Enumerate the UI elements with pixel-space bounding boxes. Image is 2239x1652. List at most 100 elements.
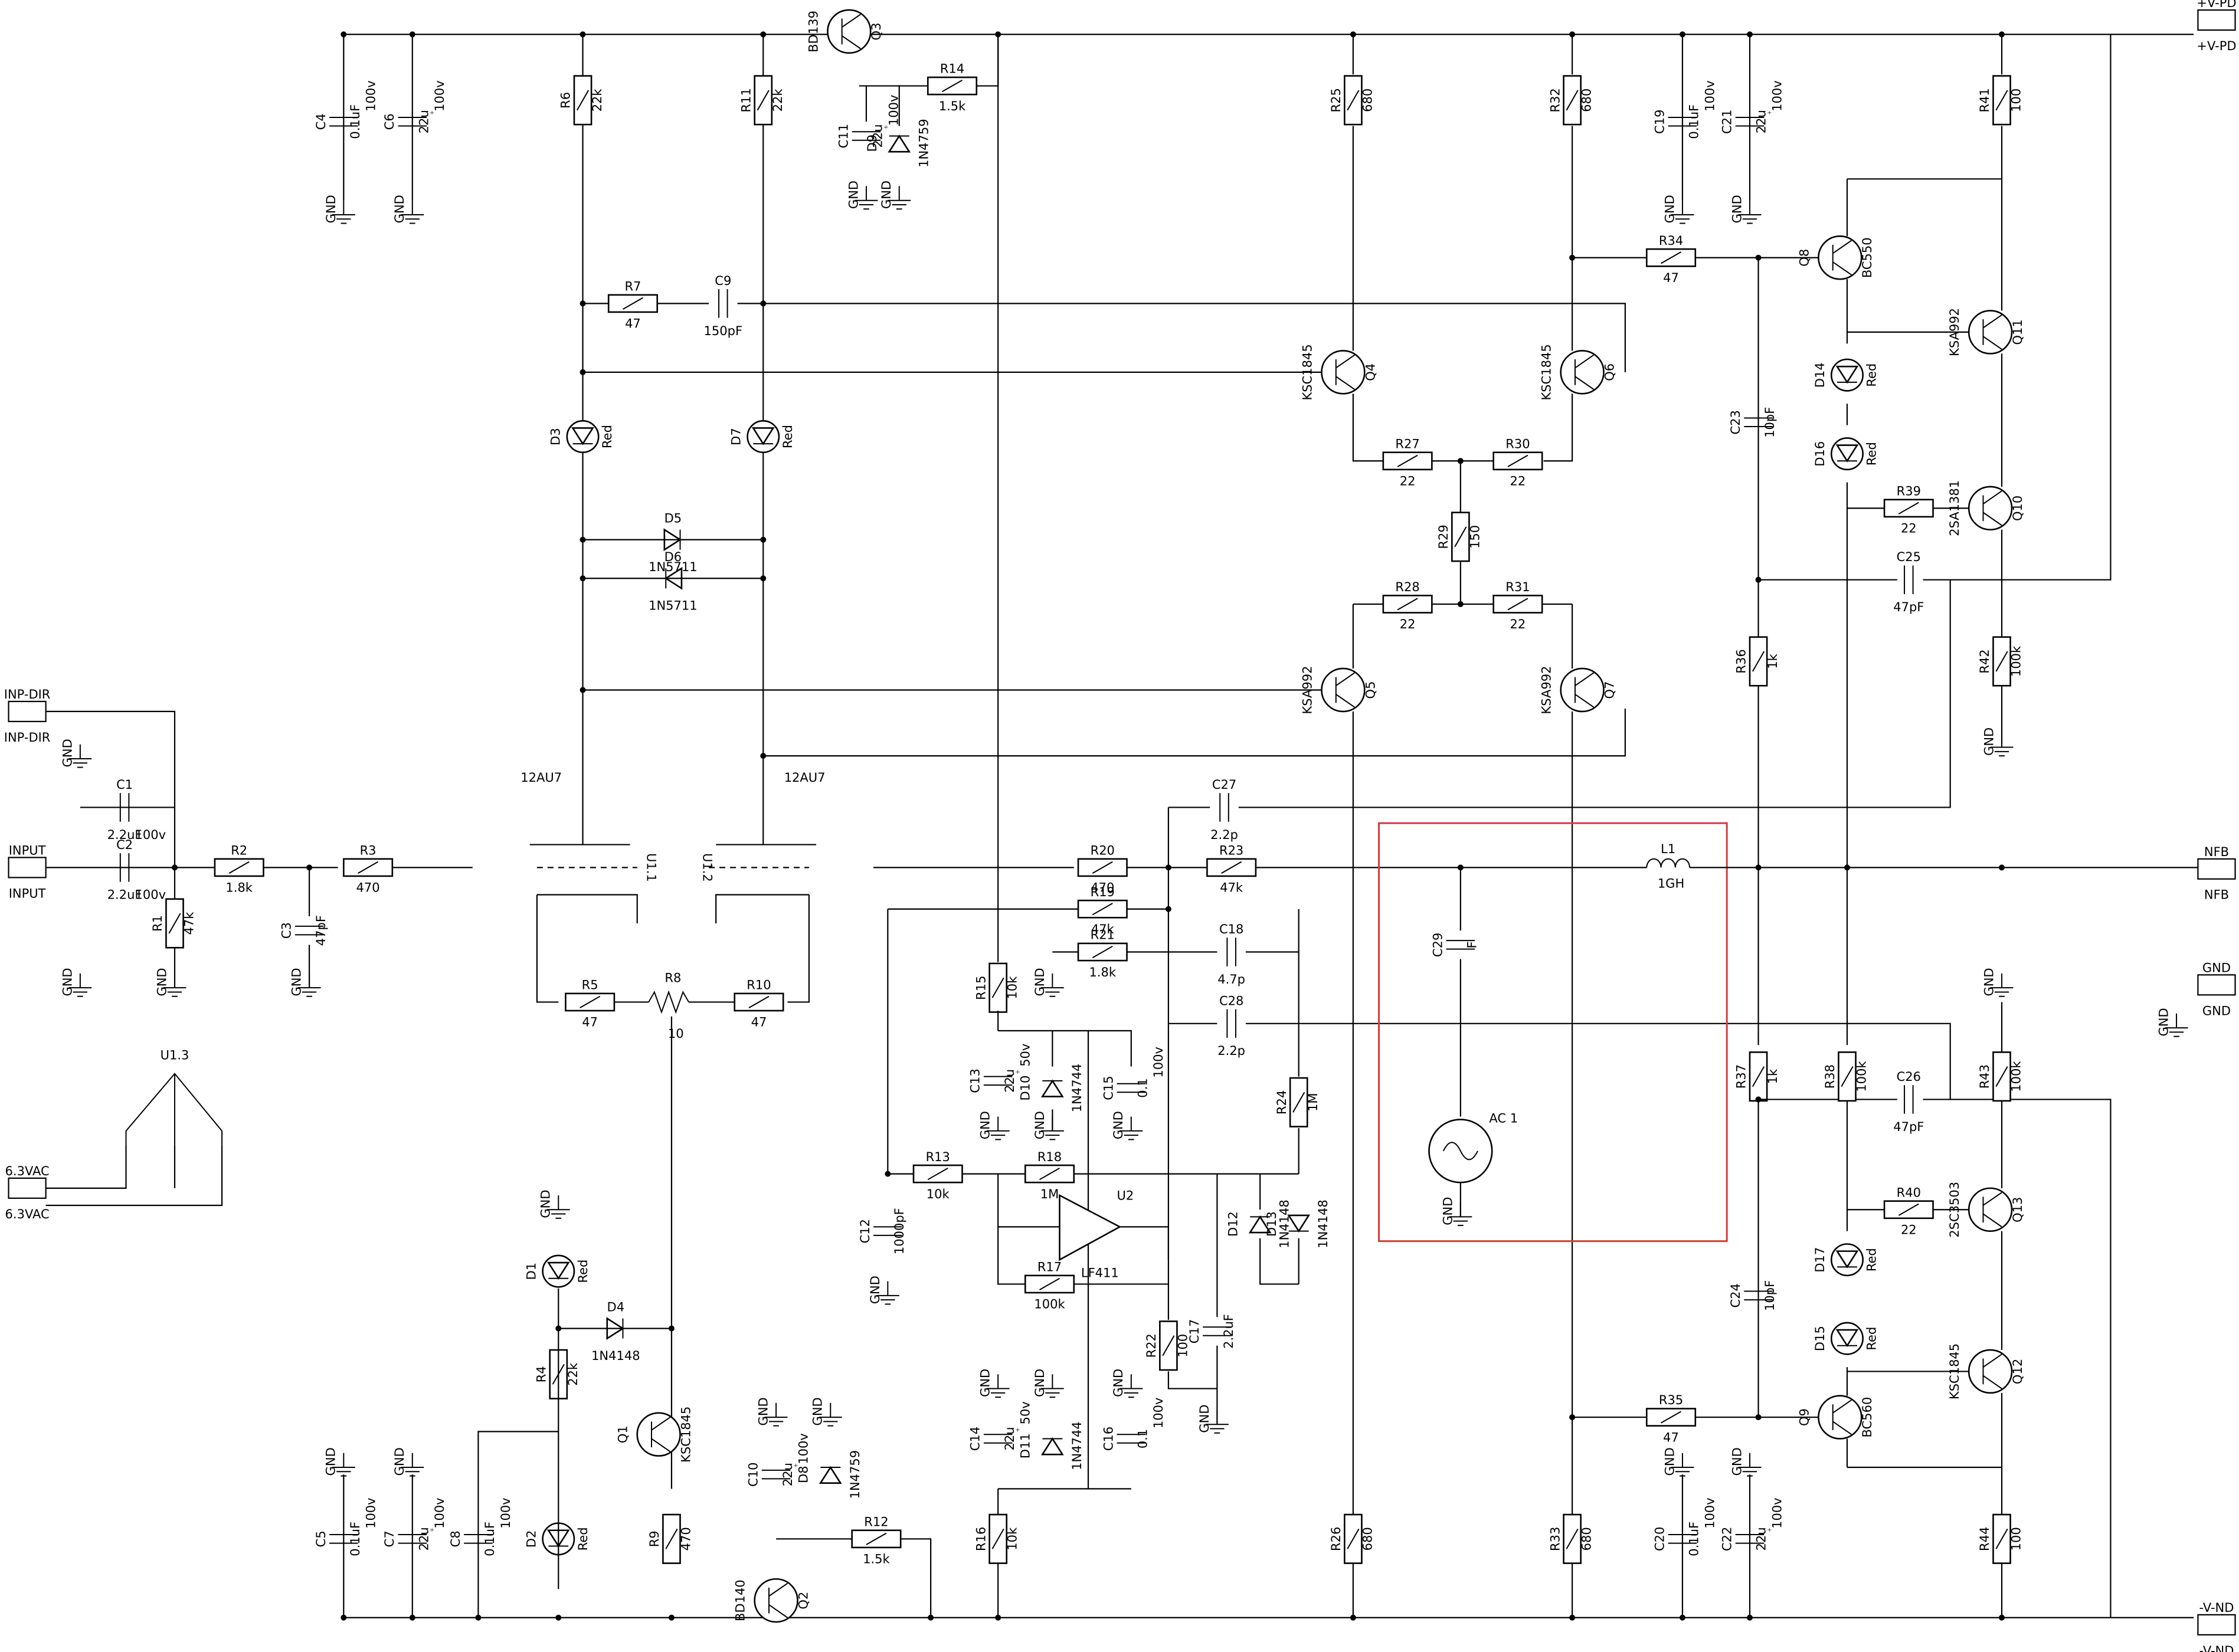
- capacitor-ref: C1: [116, 778, 133, 792]
- transistor-ref: Q10: [2011, 496, 2025, 521]
- ground-label: GND: [1441, 1197, 1455, 1225]
- capacitor-value: 0.1: [1136, 1429, 1150, 1448]
- shape: [576, 90, 590, 111]
- ground-symbol: GND: [1982, 727, 2014, 757]
- shape: [1092, 945, 1113, 959]
- shape: [1968, 1349, 2013, 1394]
- shape: [1059, 1194, 1122, 1261]
- shape: [912, 1164, 963, 1184]
- capacitor-rating: 100v: [364, 80, 378, 112]
- shape: [1397, 598, 1418, 611]
- shape: [2197, 974, 2236, 996]
- capacitor-value: 0.1uF: [483, 1522, 497, 1556]
- shape: [2197, 9, 2236, 31]
- shape: [1982, 1375, 2002, 1389]
- resistor-value: 47: [625, 317, 641, 331]
- shape: [991, 977, 1004, 998]
- capacitor-ref: C25: [1897, 550, 1921, 564]
- ground-symbol: GND: [60, 968, 92, 997]
- ground-symbol: GND: [868, 1276, 899, 1305]
- shape: [1039, 1168, 1060, 1181]
- shape: [1835, 365, 1859, 384]
- capacitor-c18: C184.7p: [1217, 922, 1245, 986]
- junction-dot: [580, 575, 586, 582]
- tube-ref: U1.1: [644, 853, 659, 882]
- ground-label: GND: [757, 1397, 771, 1425]
- resistor-value: 680: [1360, 88, 1374, 112]
- shape: [1041, 1437, 1064, 1456]
- wire: [901, 1538, 932, 1618]
- capacitor-value: 22u: [1003, 1069, 1017, 1093]
- diode-ref: D7: [729, 428, 743, 445]
- diode-part: Red: [576, 1260, 590, 1283]
- resistor-value: 680: [1360, 1527, 1374, 1551]
- wire: [1245, 1022, 1951, 1100]
- capacitor-value: F: [1465, 941, 1479, 948]
- shape: [636, 1412, 681, 1457]
- diode-part: Red: [1865, 1248, 1879, 1271]
- wire: [962, 1173, 1060, 1228]
- shape: [819, 1466, 842, 1484]
- shape: [1752, 1066, 1765, 1087]
- ground-symbol: GND: [290, 968, 321, 997]
- resistor-ref: R14: [940, 62, 964, 76]
- shape: [1507, 598, 1528, 611]
- ground-label: GND: [1197, 1404, 1212, 1433]
- capacitor-rating: 100v: [135, 828, 166, 842]
- shape: [1574, 354, 1595, 369]
- shape: [1646, 858, 1691, 868]
- shape: [1507, 454, 1528, 467]
- polarity: +: [793, 1463, 798, 1469]
- shape: [665, 1528, 678, 1549]
- capacitor-value: 47pF: [314, 915, 328, 946]
- capacitor-value: 22u: [871, 124, 885, 148]
- opamp-ref: U2: [1117, 1188, 1134, 1202]
- capacitor-ref: C26: [1897, 1070, 1921, 1084]
- port-name: 6.3VAC: [5, 1164, 50, 1178]
- ground-label: GND: [392, 1447, 407, 1476]
- polarity: +: [430, 110, 434, 116]
- resistor-ref: R35: [1659, 1393, 1683, 1407]
- wire: [45, 710, 176, 868]
- shape: [827, 9, 872, 54]
- ground-label: GND: [1662, 1447, 1677, 1476]
- shape: [546, 1261, 570, 1280]
- capacitor-ref: C19: [1652, 110, 1667, 134]
- junction-dot: [1165, 864, 1171, 871]
- ground-label: GND: [155, 968, 169, 996]
- shape: [1454, 526, 1467, 548]
- diode-ref: D6: [665, 550, 682, 564]
- ground-symbol: GND: [757, 1397, 788, 1427]
- shape: [1832, 240, 1852, 254]
- diode-part: Red: [576, 1527, 590, 1551]
- shape: [1092, 903, 1113, 916]
- transistor-part: KSC1845: [1540, 344, 1554, 400]
- shape: [1835, 1329, 1859, 1348]
- capacitor-ref: C12: [858, 1219, 872, 1243]
- ground-label: GND: [392, 195, 407, 223]
- capacitor-ref: C29: [1431, 933, 1445, 957]
- shape: [1749, 636, 1768, 687]
- shape: [1566, 1528, 1579, 1549]
